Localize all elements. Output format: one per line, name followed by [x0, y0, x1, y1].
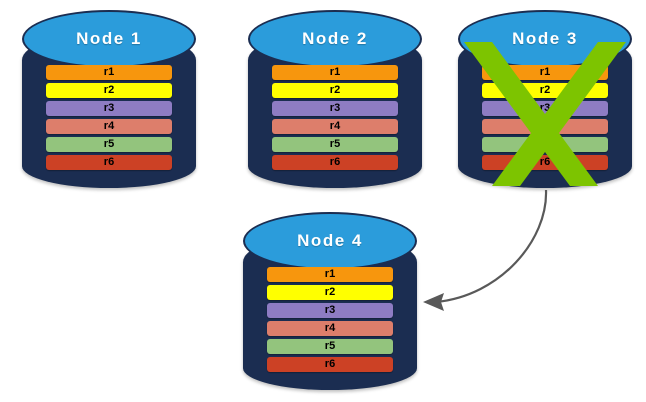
- cylinder-top: [458, 10, 632, 68]
- data-row: r5: [46, 137, 172, 152]
- data-row: r4: [267, 321, 393, 336]
- data-row: r4: [272, 119, 398, 134]
- node-1-rows: r1 r2 r3 r4 r5 r6: [46, 65, 172, 170]
- data-row: r2: [272, 83, 398, 98]
- cylinder-top: [22, 10, 196, 68]
- data-row: r2: [482, 83, 608, 98]
- node-4-rows: r1 r2 r3 r4 r5 r6: [267, 267, 393, 372]
- data-row: r1: [272, 65, 398, 80]
- data-row: r5: [272, 137, 398, 152]
- data-row: r6: [46, 155, 172, 170]
- data-row: r6: [272, 155, 398, 170]
- data-row: r1: [482, 65, 608, 80]
- data-row: r3: [272, 101, 398, 116]
- data-row: r3: [482, 101, 608, 116]
- cylinder-top: [243, 212, 417, 270]
- node-2-rows: r1 r2 r3 r4 r5 r6: [272, 65, 398, 170]
- data-row: r4: [46, 119, 172, 134]
- node-3-rows: r1 r2 r3 r4 r5 r6: [482, 65, 608, 170]
- data-row: r4: [482, 119, 608, 134]
- data-row: r3: [267, 303, 393, 318]
- data-row: r6: [482, 155, 608, 170]
- data-row: r2: [267, 285, 393, 300]
- data-row: r1: [46, 65, 172, 80]
- data-row: r5: [267, 339, 393, 354]
- data-row: r1: [267, 267, 393, 282]
- data-row: r6: [267, 357, 393, 372]
- data-row: r2: [46, 83, 172, 98]
- data-row: r5: [482, 137, 608, 152]
- cylinder-top: [248, 10, 422, 68]
- data-row: r3: [46, 101, 172, 116]
